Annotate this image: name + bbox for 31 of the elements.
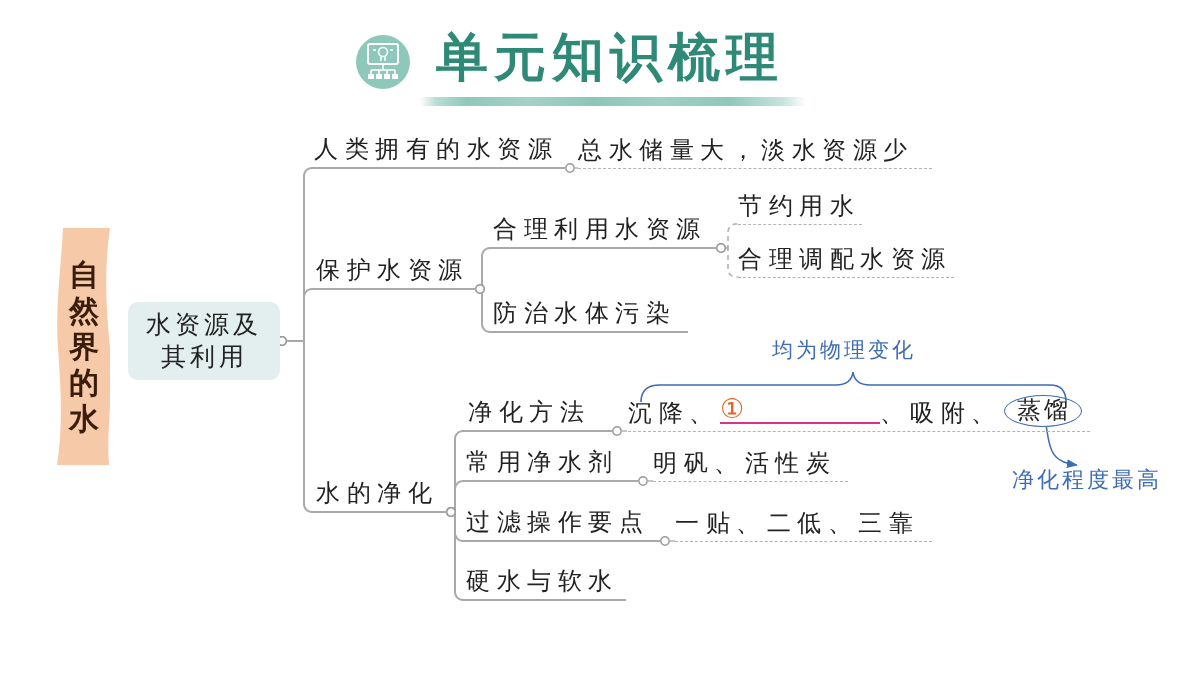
branch-topic: 人类拥有的水资源: [314, 133, 566, 169]
subtopic: 防治水体污染: [493, 298, 688, 333]
detail-line: [628, 392, 1090, 432]
branch-topic: 保护水资源: [316, 252, 476, 290]
branch-line: [475, 284, 494, 333]
branch-line: [612, 426, 629, 436]
detail-note: 一贴、二低、三靠: [675, 506, 932, 542]
branch-line: [716, 243, 739, 278]
branch-line: [660, 536, 676, 546]
branch-line: [446, 507, 467, 601]
detail-note: 、吸附、: [879, 400, 1002, 428]
topic-title: 自然界的水: [68, 256, 99, 437]
detail-note: 明矾、活性炭: [653, 446, 848, 482]
subtopic: 净化方法: [468, 396, 613, 432]
subtopic: 硬水与软水: [466, 565, 626, 601]
brace-label: 均为物理变化: [772, 337, 916, 364]
detail-note: 节约用水: [738, 190, 862, 225]
blank-number: ①: [719, 394, 744, 424]
subtopic: 过滤操作要点: [466, 506, 661, 542]
topic-banner: [57, 228, 110, 465]
subtopic: 合理利用水资源: [493, 213, 717, 249]
detail-note: 合理调配水资源: [738, 246, 954, 278]
branch-line: [638, 476, 654, 486]
branch-line: [565, 163, 579, 173]
branch-topic: 水的净化: [316, 476, 447, 513]
arrow: [1045, 426, 1078, 468]
detail-note: 沉降、: [628, 400, 720, 428]
subtopic: 常用净水剂: [466, 446, 639, 482]
detail-note: 总水储量大，淡水资源少: [578, 133, 932, 169]
topic-box: 水资源及其利用: [128, 302, 280, 380]
annotation-text: 净化程度最高: [1012, 465, 1174, 495]
